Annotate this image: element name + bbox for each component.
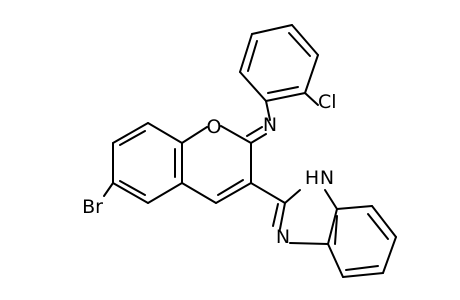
bond	[334, 215, 338, 245]
bond	[239, 71, 267, 102]
bond	[284, 189, 301, 204]
bromine-label: Br	[82, 196, 103, 218]
bond	[215, 182, 252, 204]
bond	[119, 130, 146, 146]
bond	[324, 189, 338, 210]
bond	[291, 24, 319, 56]
bond	[112, 122, 149, 144]
nh-nitrogen-label: N	[320, 167, 334, 189]
ring-oxygen-label: O	[207, 116, 222, 138]
imine-bond	[246, 100, 271, 144]
bond	[382, 236, 397, 274]
bond	[119, 180, 146, 196]
bond	[327, 208, 338, 245]
bond	[181, 126, 208, 144]
bond	[265, 100, 271, 121]
bond	[279, 202, 286, 230]
bond	[147, 182, 183, 204]
bond	[181, 182, 217, 204]
bond	[246, 126, 263, 137]
bond-to-bromine	[103, 182, 114, 197]
bond	[304, 54, 319, 94]
atom-labels: O N Cl Br H N N	[82, 91, 336, 248]
benzimidazole-nitrogen-label: N	[276, 226, 290, 248]
bond	[342, 272, 384, 278]
bond	[288, 32, 311, 57]
bond	[265, 92, 306, 102]
nh-hydrogen-label: H	[305, 167, 319, 189]
bond	[336, 205, 373, 210]
bond	[272, 203, 279, 227]
bond	[247, 40, 258, 72]
imidazole-ring	[272, 189, 338, 245]
bond	[327, 243, 344, 278]
bond	[220, 125, 252, 144]
chlorophenyl-ring	[239, 24, 319, 106]
chromene-benzo-ring	[112, 122, 183, 204]
bond	[371, 205, 397, 238]
bond	[239, 33, 253, 73]
benzimidazole-benzo-ring	[327, 205, 397, 278]
bond	[345, 265, 379, 271]
bond	[112, 182, 149, 204]
bond	[267, 86, 299, 94]
imine-nitrogen-label: N	[263, 114, 277, 136]
bond	[289, 242, 329, 245]
bond-to-benzimidazole	[250, 182, 286, 204]
bond	[147, 122, 183, 144]
bond	[250, 133, 267, 144]
bond	[251, 24, 293, 35]
bond-to-chlorine	[304, 92, 319, 106]
chlorine-label: Cl	[318, 91, 337, 113]
pyran-ring	[181, 125, 252, 204]
bond	[217, 179, 244, 196]
bond	[367, 213, 389, 240]
